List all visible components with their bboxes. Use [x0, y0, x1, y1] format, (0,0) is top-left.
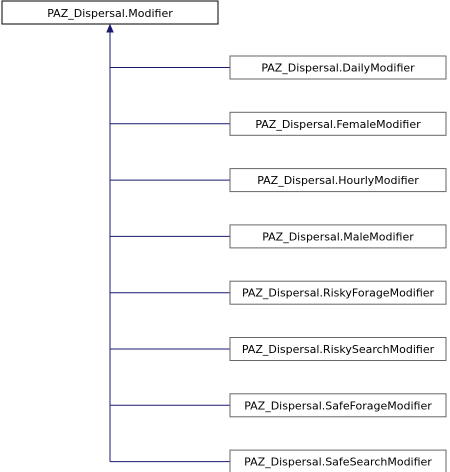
derived-class-label: PAZ_Dispersal.DailyModifier: [261, 62, 415, 75]
derived-class-box: [229, 55, 447, 80]
derived-classes: PAZ_Dispersal.DailyModifierPAZ_Dispersal…: [229, 55, 447, 472]
derived-class-node[interactable]: PAZ_Dispersal.DailyModifier: [229, 55, 447, 80]
derived-class-label: PAZ_Dispersal.FemaleModifier: [255, 118, 421, 131]
derived-class-box: [229, 168, 447, 193]
base-class-node[interactable]: PAZ_Dispersal.Modifier: [1, 0, 219, 25]
derived-class-box: [229, 280, 447, 305]
base-class-box: [1, 0, 219, 25]
derived-class-box: [229, 111, 447, 136]
derived-class-node[interactable]: PAZ_Dispersal.FemaleModifier: [229, 111, 447, 136]
inheritance-arrow-head: [106, 23, 114, 33]
derived-class-box: [229, 337, 447, 361]
derived-class-box: [229, 224, 447, 249]
derived-class-label: PAZ_Dispersal.MaleModifier: [262, 230, 414, 243]
derived-class-node[interactable]: PAZ_Dispersal.SafeSearchModifier: [229, 449, 447, 472]
base-class-label: PAZ_Dispersal.Modifier: [47, 7, 173, 20]
derived-class-node[interactable]: PAZ_Dispersal.SafeForageModifier: [229, 393, 447, 418]
derived-class-label: PAZ_Dispersal.SafeSearchModifier: [244, 456, 432, 469]
inheritance-edges: [106, 23, 230, 463]
derived-class-node[interactable]: PAZ_Dispersal.HourlyModifier: [229, 168, 447, 193]
derived-class-node[interactable]: PAZ_Dispersal.MaleModifier: [229, 224, 447, 249]
derived-class-label: PAZ_Dispersal.HourlyModifier: [257, 174, 419, 187]
derived-class-label: PAZ_Dispersal.SafeForageModifier: [244, 399, 432, 412]
derived-class-box: [229, 393, 447, 418]
derived-class-label: PAZ_Dispersal.RiskyForageModifier: [242, 287, 435, 300]
derived-class-label: PAZ_Dispersal.RiskySearchModifier: [242, 343, 435, 356]
derived-class-node[interactable]: PAZ_Dispersal.RiskyForageModifier: [229, 280, 447, 305]
derived-class-box: [229, 449, 447, 472]
derived-class-node[interactable]: PAZ_Dispersal.RiskySearchModifier: [229, 337, 447, 361]
